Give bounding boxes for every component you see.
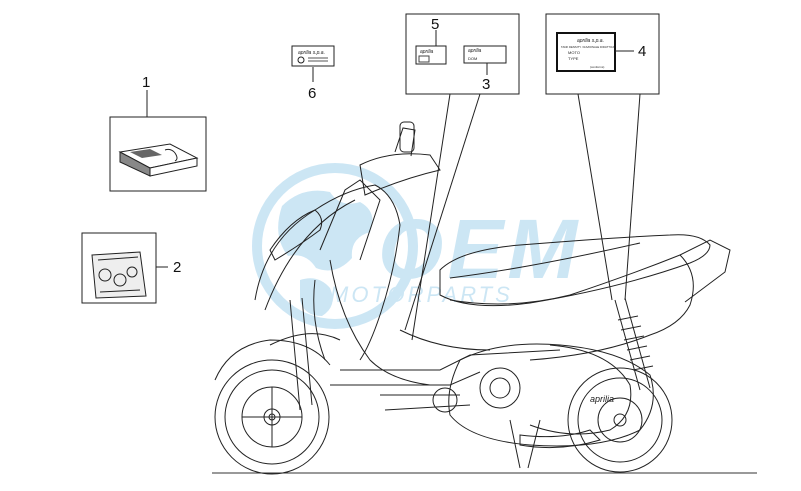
plate-4-line2: TANK DENSITY / RAZIONALE DIDATTICA [561,45,615,49]
plate-4-line4: TYPE [568,56,579,61]
centre-stand [509,419,541,469]
plate-4-footer: (conforms) [590,65,604,69]
engine-cvt [380,343,654,447]
plate-5-brand: aprilia [420,49,434,55]
front-mudguard [214,339,331,381]
tool-kit-icon [91,251,147,299]
plate-4-brand: aprilia s.p.a. [577,38,604,44]
exhaust [519,429,601,449]
seat [439,234,711,307]
plate-6-brand: aprilia s.p.a. [298,50,325,56]
part-3-plate: aprilia DOM [463,45,507,64]
callout-4: 4 [638,43,646,60]
part-2-box[interactable] [81,232,157,304]
globe-icon [252,163,418,329]
callout-2: 2 [173,259,181,276]
plate-6-circle-icon [297,56,305,64]
callout-3: 3 [482,76,490,93]
part-5-plate: aprilia [415,45,447,65]
leader-lines [404,93,641,341]
callout-1: 1 [142,74,150,91]
callout-6: 6 [308,85,316,102]
callout-5: 5 [431,16,439,33]
engine-cover-brand: aprilia [590,394,614,404]
front-wheel [214,359,330,475]
front-fork [289,297,313,411]
floorboard [340,349,561,371]
plate-3-brand: aprilia [468,48,482,54]
oem-watermark: OEM MOTORPARTS [252,163,581,329]
part-3-5-box[interactable]: aprilia aprilia DOM [405,13,520,95]
leg-shield [254,184,401,361]
watermark-logo: OEM [378,202,581,296]
headlight [269,209,323,261]
steering-column [319,179,381,261]
plate-4-line3: MOTO [568,50,580,55]
manual-book-icon [118,143,199,177]
part-6-plate[interactable]: aprilia s.p.a. [291,45,335,67]
rear-shock [614,297,654,391]
plate-3-sub: DOM [468,56,477,61]
part-4-box[interactable]: aprilia s.p.a. TANK DENSITY / RAZIONALE … [545,13,660,95]
rear-wheel [567,367,673,473]
part-4-plate: aprilia s.p.a. TANK DENSITY / RAZIONALE … [556,32,616,72]
scooter-drawing: aprilia [214,121,731,475]
part-1-box[interactable] [109,116,207,192]
handlebar-cover [359,153,441,196]
rear-body [449,254,694,361]
